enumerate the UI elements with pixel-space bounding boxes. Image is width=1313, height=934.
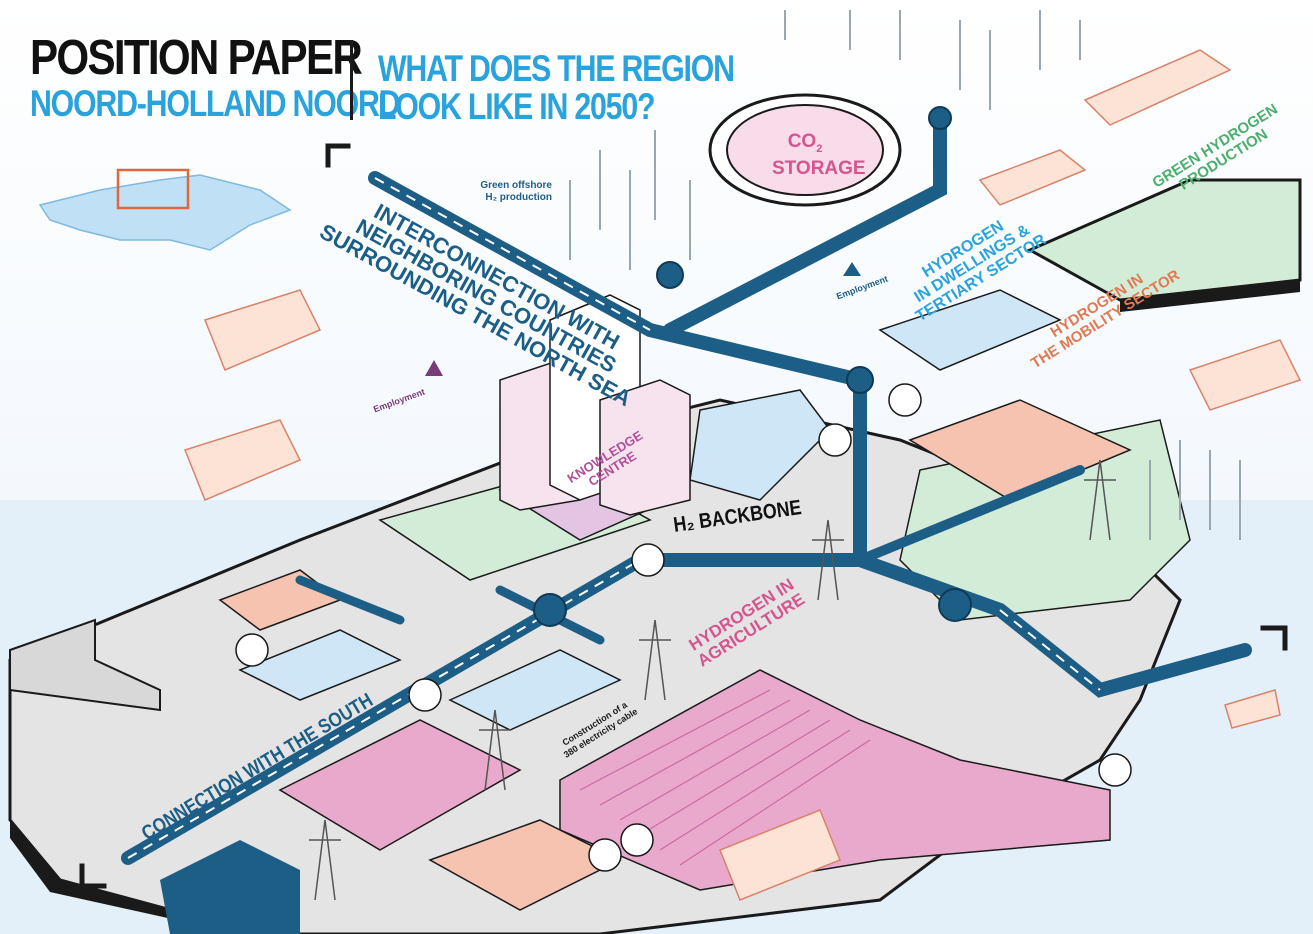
header-question: WHAT DOES THE REGION LOOK LIKE IN 2050? (378, 48, 735, 127)
co2-storage-inner (726, 104, 884, 196)
page-subtitle: NOORD-HOLLAND NOORD (30, 83, 401, 124)
co2-storage-label-line1: CO (787, 131, 817, 152)
co2-storage-label-sub: 2 (816, 142, 823, 155)
arrow-southwest (79, 863, 107, 889)
residential-zone-west (238, 629, 402, 701)
pylons (309, 459, 1116, 901)
employment-arrow-left-icon (425, 360, 443, 376)
arrow-northwest (325, 143, 351, 168)
ships (184, 49, 1302, 901)
residential-zone-south (448, 649, 622, 731)
green-hydrogen-island (1026, 178, 1302, 302)
page-title: POSITION PAPER (30, 31, 363, 85)
trees (235, 383, 1132, 872)
offshore-production-label: Green offshore H₂ production (472, 180, 552, 204)
question-line-1: WHAT DOES THE REGION (378, 48, 735, 89)
field-rows (579, 689, 871, 866)
co2-storage-label: CO2 STORAGE (772, 131, 866, 179)
residential-zone-east (878, 289, 1062, 371)
region-highlight (116, 168, 190, 210)
left-wing (9, 618, 161, 712)
mobility-zone (908, 399, 1132, 501)
island-edge (1120, 280, 1300, 312)
residential-zone-centre (689, 389, 831, 501)
arrow-east (1260, 625, 1288, 651)
title-divider (350, 40, 353, 120)
question-line-2: LOOK LIKE IN 2050? (378, 86, 656, 127)
offshore-line-1: Green offshore (480, 180, 552, 191)
knowledge-centre-buildings (499, 294, 691, 516)
employment-arrow-right-icon (843, 262, 861, 276)
agriculture-zone (559, 669, 1111, 891)
region-map (38, 174, 292, 251)
co2-storage-label-line2: STORAGE (772, 157, 866, 179)
harbour-basin (160, 840, 300, 934)
agriculture-zone-west (278, 719, 522, 851)
pipeline-junctions (533, 106, 972, 627)
wind-turbines (569, 10, 1241, 540)
offshore-line-2: H₂ production (485, 192, 552, 203)
direction-arrows (79, 143, 1288, 889)
